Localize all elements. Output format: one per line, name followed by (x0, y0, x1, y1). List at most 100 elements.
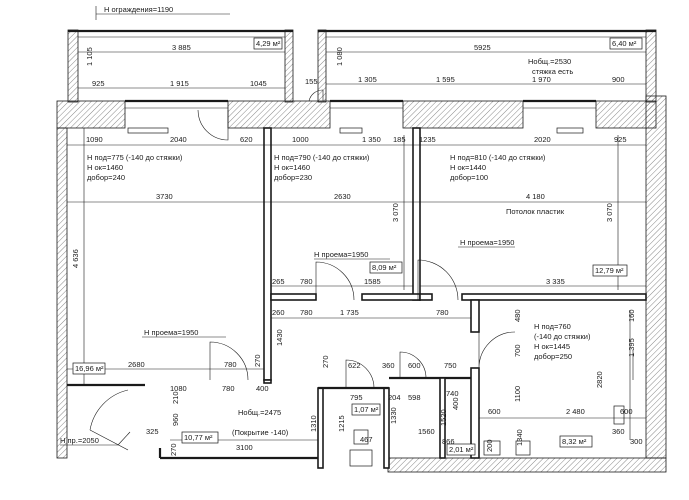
dim-270a: 270 (253, 354, 262, 367)
dim-780d: 780 (224, 360, 237, 369)
area-kitchen: 8,32 м² (562, 437, 587, 446)
wall-right-room-bottom (461, 293, 647, 301)
room-right-trim-note: добор=100 (450, 173, 488, 182)
dim-204: 204 (388, 393, 401, 402)
kitchen-trim-note: добор=250 (534, 352, 572, 361)
dim-1090: 1090 (86, 135, 103, 144)
radiator-2 (339, 127, 363, 134)
dim-1395: 1 395 (627, 338, 636, 357)
dim-960: 960 (171, 413, 180, 426)
dim-2680: 2680 (128, 360, 145, 369)
dim-270b: 270 (321, 355, 330, 368)
dim-2630: 2630 (334, 192, 351, 201)
dim-3730: 3730 (156, 192, 173, 201)
area-wc: 2,01 м² (449, 445, 474, 454)
room-left-window-note: Н ок=1460 (87, 163, 123, 172)
dim-265: 265 (272, 277, 285, 286)
dim-400b: 400 (451, 397, 460, 410)
entrance-floor-note: Н пр.=2050 (60, 436, 99, 445)
room-middle-trim-note: добор=230 (274, 173, 312, 182)
area-labels: 4,29 м² 6,40 м² 16,96 м² 8,09 м² 12,79 м… (72, 37, 643, 456)
partition-left-middle (263, 127, 272, 381)
dim-925b: 925 (614, 135, 627, 144)
dim-598: 598 (408, 393, 421, 402)
dim-200: 200 (485, 439, 494, 452)
walls (56, 29, 667, 473)
dim-1970: 1 970 (532, 75, 551, 84)
door-balcony-left (197, 109, 229, 141)
wall-outer-left (56, 127, 68, 459)
dim-155: 155 (305, 77, 318, 86)
area-hall: 10,77 м² (184, 433, 213, 442)
dim-3070b: 3 070 (605, 203, 614, 222)
wall-bath-left (317, 387, 324, 469)
door-room-left (209, 341, 249, 381)
door-kitchen (478, 331, 516, 369)
wall-middle-bottom-2 (361, 293, 421, 301)
dim-1105: 1 105 (85, 47, 94, 66)
dim-400a: 400 (256, 384, 269, 393)
dim-1000: 1000 (292, 135, 309, 144)
dim-360b: 360 (612, 427, 625, 436)
area-balcony-left: 4,29 м² (256, 39, 281, 48)
kitchen-screed-note: (-140 до стяжки) (534, 332, 591, 341)
dim-1045: 1045 (250, 79, 267, 88)
area-room-right: 12,79 м² (595, 266, 624, 275)
dim-1430: 1430 (275, 329, 284, 346)
kitchen-floor-note: Н под=760 (534, 322, 571, 331)
balcony-area-total-note: Нобщ.=2530 (528, 57, 571, 66)
ceiling-note: Потолок пластик (506, 207, 565, 216)
dim-325: 325 (146, 427, 159, 436)
dim-1915: 1 915 (170, 79, 189, 88)
dim-3100: 3100 (236, 443, 253, 452)
wall-balcony-right-left (317, 29, 327, 103)
room-middle-window-note: Н ок=1460 (274, 163, 310, 172)
dim-900: 900 (612, 75, 625, 84)
room-notes: Н под=775 (-140 до стяжки) Н ок=1460 доб… (60, 153, 591, 445)
dim-1330: 1330 (389, 407, 398, 424)
dim-300: 300 (630, 437, 643, 446)
door-entrance (89, 389, 129, 431)
dim-467: 467 (360, 435, 373, 444)
dim-1350: 1 350 (362, 135, 381, 144)
wall-outer-right (645, 95, 667, 459)
dim-780b: 780 (300, 308, 313, 317)
room-middle-floor-note: Н под=790 (-140 до стяжки) (274, 153, 370, 162)
dim-260: 260 (272, 308, 285, 317)
dim-780c: 780 (436, 308, 449, 317)
opening-left-note: Н проема=1950 (144, 328, 198, 337)
wall-balcony-right-outer (645, 29, 657, 103)
dim-360a: 360 (382, 361, 395, 370)
wall-facade-1 (56, 100, 126, 129)
dim-600c: 600 (620, 407, 633, 416)
room-left-trim-note: добор=240 (87, 173, 125, 182)
opening-right-note: Н проема=1950 (460, 238, 514, 247)
wall-middle-bottom-1 (270, 293, 317, 301)
wall-balcony-left-right (284, 29, 294, 103)
dim-622: 622 (348, 361, 361, 370)
doors (89, 89, 516, 451)
area-balcony-right: 6,40 м² (612, 39, 637, 48)
dim-780e: 780 (222, 384, 235, 393)
dim-5925: 5925 (474, 43, 491, 52)
dim-925a: 925 (92, 79, 105, 88)
partition-middle-right (412, 127, 421, 301)
radiator-3 (556, 127, 584, 134)
dim-1520: 1520 (439, 409, 448, 426)
dim-1585: 1585 (364, 277, 381, 286)
dim-1080b: 1080 (170, 384, 187, 393)
dim-1305: 1 305 (358, 75, 377, 84)
room-right-window-note: Н ок=1440 (450, 163, 486, 172)
opening-middle-note: Н проема=1950 (314, 250, 368, 259)
dim-600a: 600 (408, 361, 421, 370)
room-left-floor-note: Н под=775 (-140 до стяжки) (87, 153, 183, 162)
dim-795: 795 (350, 393, 363, 402)
wall-balcony-left-outer (67, 29, 79, 103)
riser-block (349, 449, 373, 467)
dim-2040: 2040 (170, 135, 187, 144)
radiator-1 (127, 127, 169, 134)
wall-wc-right (439, 377, 446, 459)
kitchen-column (613, 405, 625, 425)
wall-outer-bottom (387, 457, 667, 473)
dim-1595: 1 595 (436, 75, 455, 84)
